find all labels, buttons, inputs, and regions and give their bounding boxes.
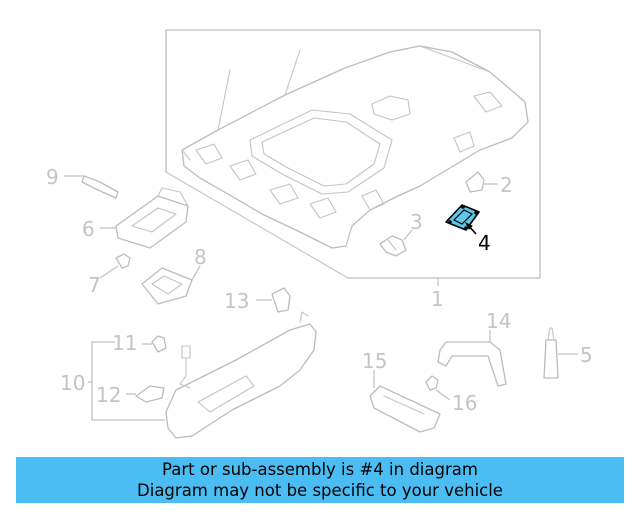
console-part-6 <box>100 187 189 249</box>
clip-part-2 <box>465 171 498 193</box>
lamp-part-8 <box>141 265 201 305</box>
callout-4: 4 <box>478 231 491 255</box>
headliner-frame <box>165 29 541 286</box>
clip-part-11 <box>142 335 167 353</box>
callout-1: 1 <box>431 287 444 311</box>
grab-handle-part-14 <box>437 330 507 387</box>
callout-8: 8 <box>194 245 207 269</box>
info-banner: Part or sub-assembly is #4 in diagram Di… <box>16 457 624 503</box>
callout-12: 12 <box>96 383 121 407</box>
callout-7: 7 <box>88 273 101 297</box>
bolt-part-16 <box>425 375 451 401</box>
callout-3: 3 <box>410 210 423 234</box>
callout-13: 13 <box>224 289 249 313</box>
holder-part-13 <box>256 287 291 313</box>
callout-14: 14 <box>486 309 511 333</box>
clip-part-9 <box>64 175 119 199</box>
visor-rod <box>179 345 191 389</box>
callout-6: 6 <box>82 217 95 241</box>
handle-part-15 <box>369 370 441 433</box>
visor-group-10 <box>88 311 317 439</box>
callout-10: 10 <box>60 371 85 395</box>
cover-part-12 <box>126 385 165 403</box>
callout-16: 16 <box>452 391 477 415</box>
callout-5: 5 <box>580 343 593 367</box>
headliner-part <box>181 45 529 249</box>
screw-part-7 <box>99 253 131 279</box>
banner-line-2: Diagram may not be specific to your vehi… <box>137 481 503 500</box>
bracket-part-4-highlighted <box>445 204 480 235</box>
callout-15: 15 <box>362 349 387 373</box>
clip-part-3 <box>379 229 413 257</box>
callout-9: 9 <box>46 165 59 189</box>
callout-2: 2 <box>500 173 513 197</box>
banner-line-1: Part or sub-assembly is #4 in diagram <box>162 460 478 479</box>
callout-11: 11 <box>112 331 137 355</box>
tube-part-5 <box>543 327 578 379</box>
